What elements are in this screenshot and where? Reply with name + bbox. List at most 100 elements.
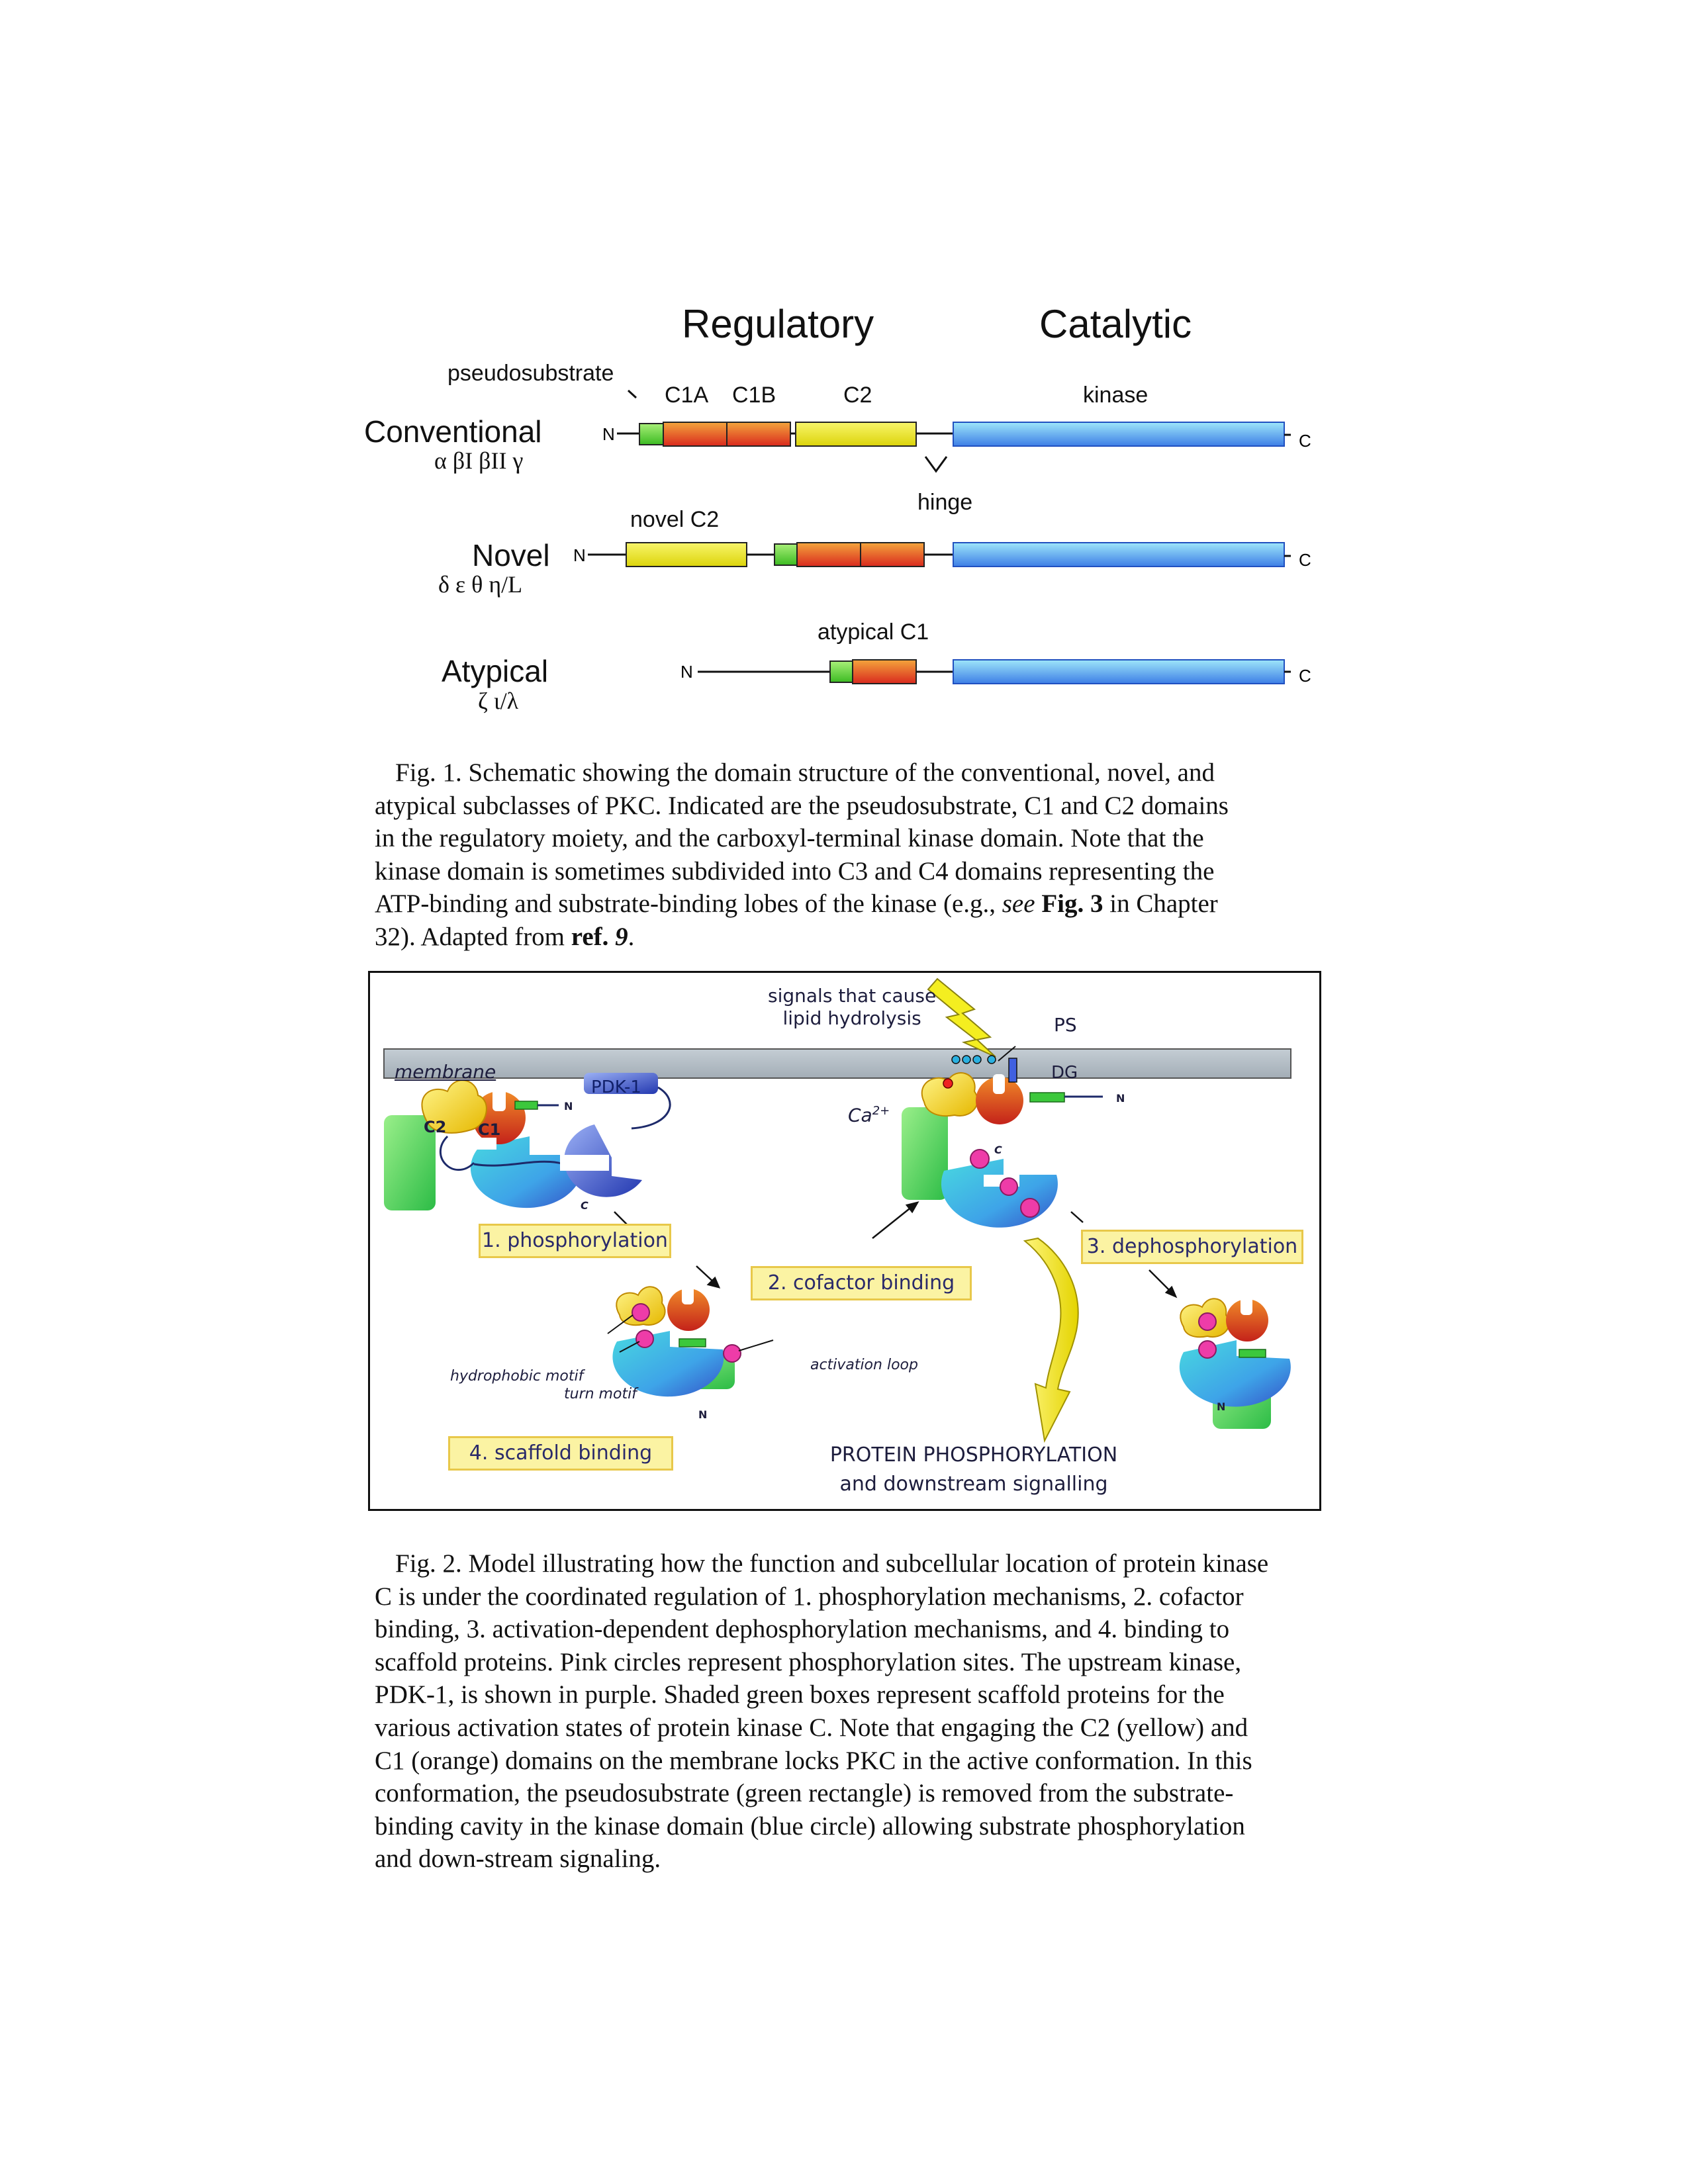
- kinase-domain: [953, 660, 1284, 684]
- output-line-2: and downstream signalling: [818, 1470, 1129, 1499]
- signalling-arrow: [1025, 1238, 1078, 1441]
- caption-line: Fig. 2. Model illustrating how the funct…: [375, 1547, 1313, 1580]
- caption-line: Fig. 1. Schematic showing the domain str…: [375, 756, 1313, 790]
- kinase-domain: [953, 543, 1284, 567]
- caption-line: atypical subclasses of PKC. Indicated ar…: [375, 790, 1313, 823]
- phosphorylation-site: [632, 1304, 649, 1321]
- step3-dephosphorylation-label: 3. dephosphorylation: [1081, 1230, 1303, 1264]
- atypical-c1-domain: [853, 660, 916, 684]
- step1-phosphorylation-label: 1. phosphorylation: [479, 1224, 671, 1258]
- n-terminus-label: N: [564, 1100, 573, 1113]
- caption-line: and down-stream signaling.: [375, 1843, 1313, 1876]
- pseudosubstrate-domain: [774, 544, 797, 565]
- novel-c2-domain: [626, 543, 747, 567]
- caption-ref: ref.: [571, 923, 615, 951]
- fig1-domain-diagram: N C N C N C: [0, 0, 1688, 728]
- membrane-label: membrane: [395, 1061, 496, 1083]
- caption-line: binding cavity in the kinase domain (blu…: [375, 1810, 1313, 1843]
- calcium-ion: [943, 1079, 953, 1088]
- c-terminus-label: C: [1299, 431, 1311, 451]
- caption-line: 32). Adapted from ref. 9.: [375, 921, 1313, 954]
- hydrophobic-motif-label: hydrophobic motif: [450, 1368, 583, 1385]
- caption-text: ATP-binding and substrate-binding lobes …: [375, 889, 1002, 918]
- n-terminus-label: N: [573, 545, 586, 565]
- output-line-1: PROTEIN PHOSPHORYLATION: [818, 1441, 1129, 1470]
- pseudosubstrate: [679, 1339, 706, 1347]
- pkc-state-phosphorylated: [608, 1286, 773, 1396]
- membrane-bar: [384, 1049, 1291, 1078]
- output-label: PROTEIN PHOSPHORYLATION and downstream s…: [818, 1441, 1129, 1499]
- c1b-domain: [727, 422, 790, 446]
- c-terminus-label: C: [1299, 550, 1311, 570]
- caption-text: in Chapter: [1103, 889, 1217, 918]
- row-conventional-domains: N C: [602, 422, 1311, 471]
- signals-label: signals that cause lipid hydrolysis: [768, 985, 936, 1030]
- pkc-state-dephosphorylated: [1180, 1297, 1291, 1429]
- n-terminus-label-bottom-right: N: [1217, 1400, 1225, 1413]
- c1a-domain: [663, 422, 727, 446]
- caption-see: see: [1002, 889, 1035, 918]
- c2-domain: [796, 422, 916, 446]
- n-terminus-label: N: [602, 424, 615, 444]
- c2-domain-label: C2: [424, 1118, 446, 1136]
- signals-line-1: signals that cause: [768, 985, 936, 1007]
- hinge-marker: [925, 457, 947, 471]
- pseudosubstrate-pointer: [628, 390, 636, 398]
- caption-line: ATP-binding and substrate-binding lobes …: [375, 887, 1313, 921]
- pdk1-label: PDK-1: [591, 1077, 641, 1097]
- pseudosubstrate: [1239, 1349, 1266, 1357]
- n-terminus-label-active: N: [1116, 1092, 1125, 1105]
- lightning-bolt-icon: [928, 979, 996, 1057]
- pkc-state-membrane-inactive: [384, 1080, 582, 1210]
- pseudosubstrate-domain: [830, 661, 853, 682]
- caption-line: various activation states of protein kin…: [375, 1711, 1313, 1745]
- calcium-charge: 2+: [872, 1104, 890, 1118]
- caption-line: scaffold proteins. Pink circles represen…: [375, 1646, 1313, 1679]
- c-terminus-label-active: C: [994, 1144, 1002, 1156]
- pseudosubstrate: [1030, 1093, 1064, 1102]
- step2-cofactor-binding-label: 2. cofactor binding: [751, 1266, 972, 1300]
- c1b-domain: [861, 543, 924, 567]
- phosphorylation-site: [636, 1330, 653, 1347]
- pseudosubstrate: [515, 1101, 538, 1109]
- caption-line: binding, 3. activation-dependent dephosp…: [375, 1613, 1313, 1646]
- activation-loop-label: activation loop: [810, 1357, 918, 1373]
- n-terminus-label: N: [680, 662, 693, 682]
- caption-text: .: [628, 923, 635, 951]
- caption-line: kinase domain is sometimes subdivided in…: [375, 855, 1313, 888]
- phosphorylation-site: [1199, 1341, 1216, 1358]
- fig1-caption: Fig. 1. Schematic showing the domain str…: [375, 756, 1313, 954]
- ps-label: PS: [1054, 1014, 1077, 1036]
- row-novel-domains: N C: [573, 543, 1311, 570]
- phosphorylation-site: [1199, 1313, 1216, 1330]
- fig2-caption: Fig. 2. Model illustrating how the funct…: [375, 1547, 1313, 1876]
- phosphorylation-site: [970, 1150, 989, 1168]
- c-terminus-label: C: [581, 1199, 588, 1212]
- phospholipid-heads: [952, 1056, 996, 1064]
- c1-domain-label: C1: [478, 1120, 500, 1139]
- calcium-symbol: Ca: [848, 1104, 872, 1126]
- scaffold-protein: [902, 1107, 948, 1200]
- caption-line: C is under the coordinated regulation of…: [375, 1580, 1313, 1614]
- caption-line: C1 (orange) domains on the membrane lock…: [375, 1745, 1313, 1778]
- caption-line: PDK-1, is shown in purple. Shaded green …: [375, 1678, 1313, 1711]
- phosphorylation-site: [724, 1345, 741, 1362]
- caption-line: in the regulatory moiety, and the carbox…: [375, 822, 1313, 855]
- c1a-domain: [797, 543, 861, 567]
- caption-line: conformation, the pseudosubstrate (green…: [375, 1777, 1313, 1810]
- phosphorylation-site: [1021, 1199, 1039, 1217]
- row-atypical-domains: N C: [680, 660, 1311, 686]
- caption-ref-number: 9: [615, 923, 628, 951]
- dg-label: DG: [1051, 1063, 1078, 1083]
- pseudosubstrate-domain: [639, 424, 663, 445]
- phosphorylation-site: [1000, 1178, 1017, 1195]
- signals-line-2: lipid hydrolysis: [768, 1007, 936, 1030]
- c-terminus-label: C: [1299, 666, 1311, 686]
- diacylglycerol: [1009, 1058, 1017, 1082]
- turn-motif-label: turn motif: [564, 1386, 637, 1402]
- kinase-domain: [1180, 1340, 1291, 1407]
- kinase-domain: [941, 1159, 1058, 1228]
- n-terminus-label-bottom: N: [698, 1408, 707, 1421]
- calcium-label: Ca2+: [848, 1104, 890, 1126]
- caption-text: 32). Adapted from: [375, 923, 571, 951]
